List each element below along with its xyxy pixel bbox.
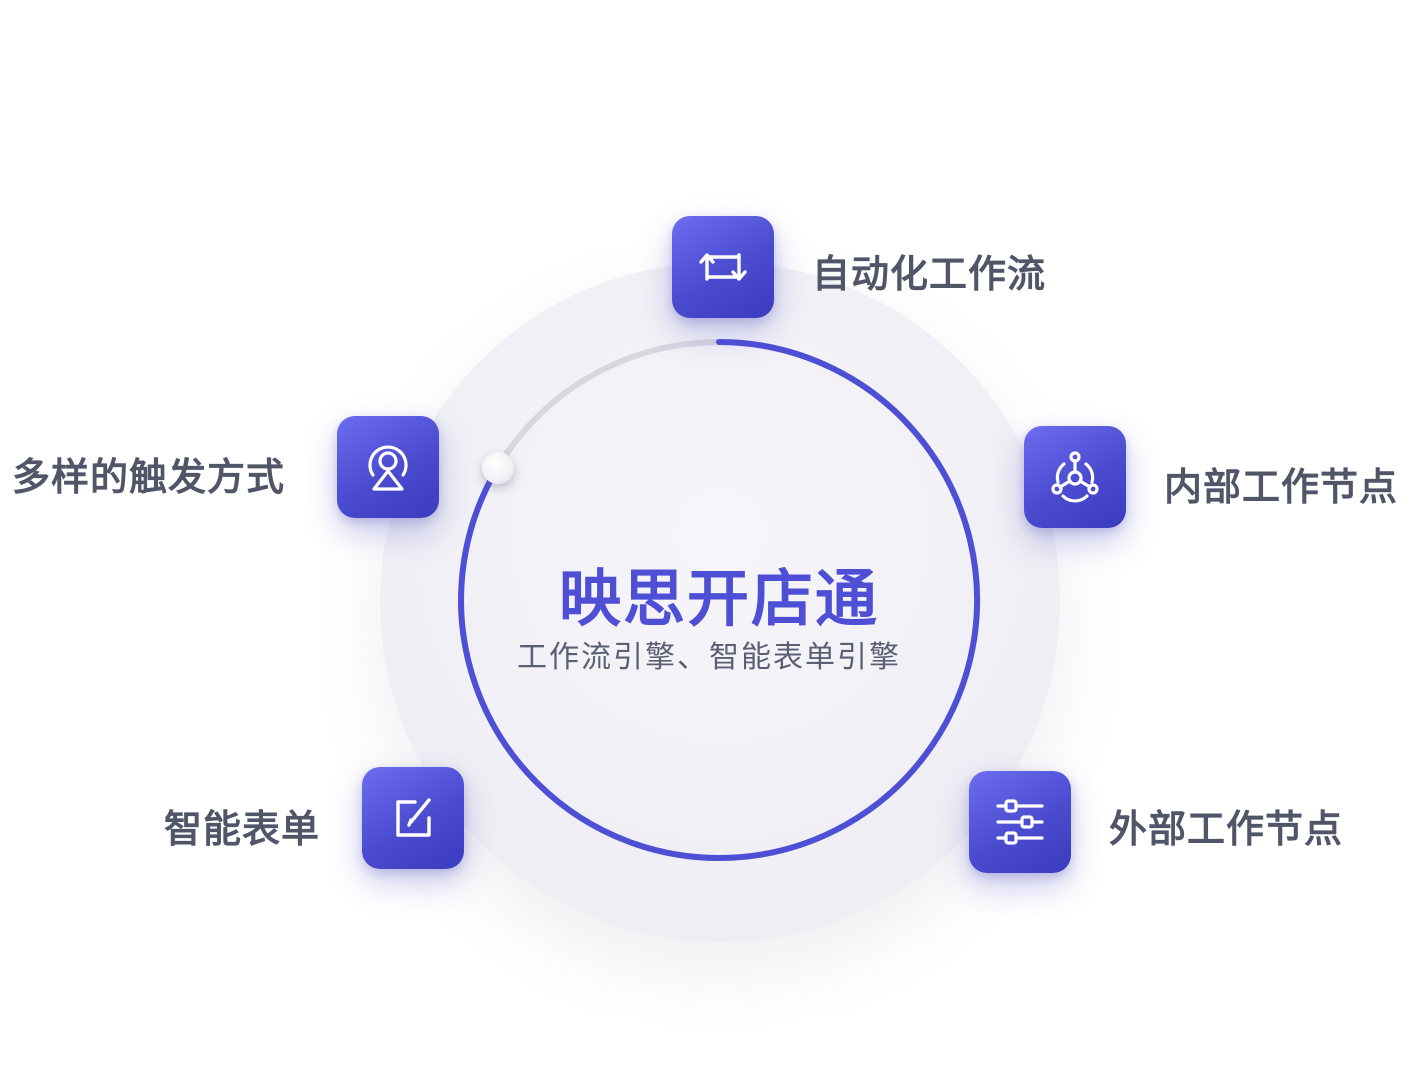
ring-knob[interactable] [482, 452, 514, 484]
label-internal-work: 内部工作节点 [1164, 465, 1399, 509]
label-triggers: 多样的触发方式 [12, 455, 286, 499]
loop-arrows-icon [699, 253, 747, 281]
network-hub-icon [1051, 451, 1099, 503]
edit-icon [396, 798, 431, 837]
outer-disc [380, 262, 1060, 942]
center-title: 映思开店通 [558, 562, 879, 635]
node-triggers[interactable] [337, 416, 439, 518]
node-smart-forms[interactable] [362, 767, 464, 869]
label-automation-workflow: 自动化工作流 [812, 252, 1047, 296]
label-smart-forms: 智能表单 [164, 807, 321, 851]
node-automation-workflow[interactable] [672, 216, 774, 318]
ring-progress-arc [458, 339, 980, 861]
center-subtitle: 工作流引擎、智能表单引擎 [517, 640, 901, 675]
node-internal-work[interactable] [1024, 426, 1126, 528]
node-external-work[interactable] [969, 771, 1071, 873]
sliders-icon [996, 799, 1044, 845]
label-external-work: 外部工作节点 [1109, 807, 1344, 851]
broadcast-icon [368, 445, 408, 491]
